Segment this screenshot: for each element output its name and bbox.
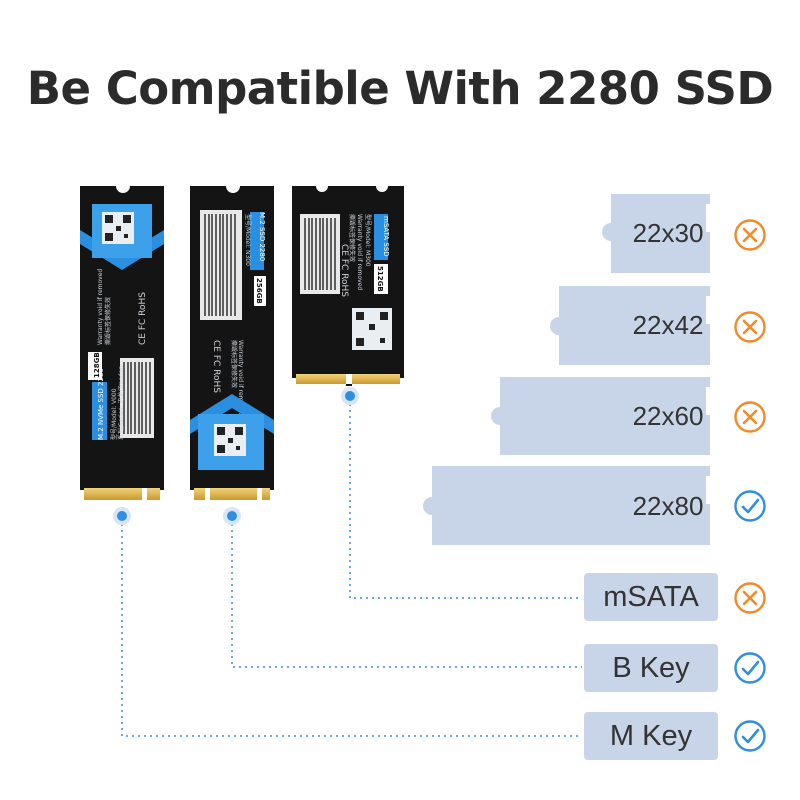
connector-msata bbox=[349, 398, 582, 599]
svg-text:Warranty void if removed: Warranty void if removed bbox=[237, 340, 244, 416]
size-card-22x60 bbox=[491, 377, 710, 455]
size-card-22x42 bbox=[550, 286, 710, 365]
interface-b-key: B Key bbox=[584, 644, 718, 692]
svg-text:mSATA SSD: mSATA SSD bbox=[382, 216, 390, 257]
check-circle-icon bbox=[734, 652, 766, 684]
connector-lines bbox=[121, 398, 582, 737]
svg-text:撕毁标签保修失效: 撕毁标签保修失效 bbox=[104, 297, 112, 345]
size-label-22x80: 22x80 bbox=[633, 491, 704, 521]
x-circle-icon bbox=[734, 311, 766, 343]
x-circle-icon bbox=[734, 401, 766, 433]
ssd-msata: mSATA SSD 512GB 型号/Model: M300 Warranty … bbox=[292, 186, 404, 386]
svg-text:型号/Model: V000: 型号/Model: V000 bbox=[110, 388, 118, 440]
size-label-22x42: 22x42 bbox=[633, 310, 704, 340]
size-label-22x60: 22x60 bbox=[633, 401, 704, 431]
svg-text:CE FC RoHS: CE FC RoHS bbox=[211, 340, 221, 393]
page-title: Be Compatible With 2280 SSD bbox=[26, 62, 774, 115]
ssd-m2-nvme-2280: Warranty void if removed 撕毁标签保修失效 CE FC … bbox=[80, 186, 164, 500]
svg-text:128GB: 128GB bbox=[93, 352, 101, 378]
ssd-m2-sata-2280: M.2 SSD 2280 256GB 型号/Model: N300 Warran… bbox=[190, 186, 274, 500]
interface-m-key: M Key bbox=[584, 712, 718, 760]
connector-m-key bbox=[121, 518, 582, 737]
svg-text:撕毁标签保修失效: 撕毁标签保修失效 bbox=[348, 214, 356, 262]
svg-text:M.2 NVMe SSD 2280: M.2 NVMe SSD 2280 bbox=[97, 368, 105, 440]
svg-text:Warranty void if removed: Warranty void if removed bbox=[356, 214, 363, 290]
svg-text:撕毁标签保修失效: 撕毁标签保修失效 bbox=[230, 340, 238, 388]
svg-text:Warranty void if removed: Warranty void if removed bbox=[97, 269, 104, 345]
size-card-22x30 bbox=[602, 194, 710, 273]
check-circle-icon bbox=[734, 490, 766, 522]
svg-text:M.2 SSD 2280: M.2 SSD 2280 bbox=[258, 212, 266, 261]
check-circle-icon bbox=[734, 720, 766, 752]
svg-text:型号/Model: M300: 型号/Model: M300 bbox=[364, 214, 372, 267]
size-card-22x80 bbox=[423, 466, 710, 545]
svg-text:CE FC RoHS: CE FC RoHS bbox=[138, 292, 148, 345]
size-cards bbox=[423, 194, 710, 545]
svg-text:系列/Series: 迅龙/Troodon: 系列/Series: 迅龙/Troodon bbox=[117, 366, 125, 440]
size-label-22x30: 22x30 bbox=[633, 218, 704, 248]
connector-dots bbox=[113, 387, 359, 525]
svg-text:512GB: 512GB bbox=[376, 266, 384, 292]
interface-msata: mSATA bbox=[584, 573, 718, 621]
svg-text:型号/Model: N300: 型号/Model: N300 bbox=[244, 214, 252, 266]
connector-b-key bbox=[231, 518, 582, 668]
x-circle-icon bbox=[734, 219, 766, 251]
svg-text:256GB: 256GB bbox=[255, 278, 263, 304]
svg-text:CE FC RoHS: CE FC RoHS bbox=[339, 244, 349, 297]
x-circle-icon bbox=[734, 582, 766, 614]
